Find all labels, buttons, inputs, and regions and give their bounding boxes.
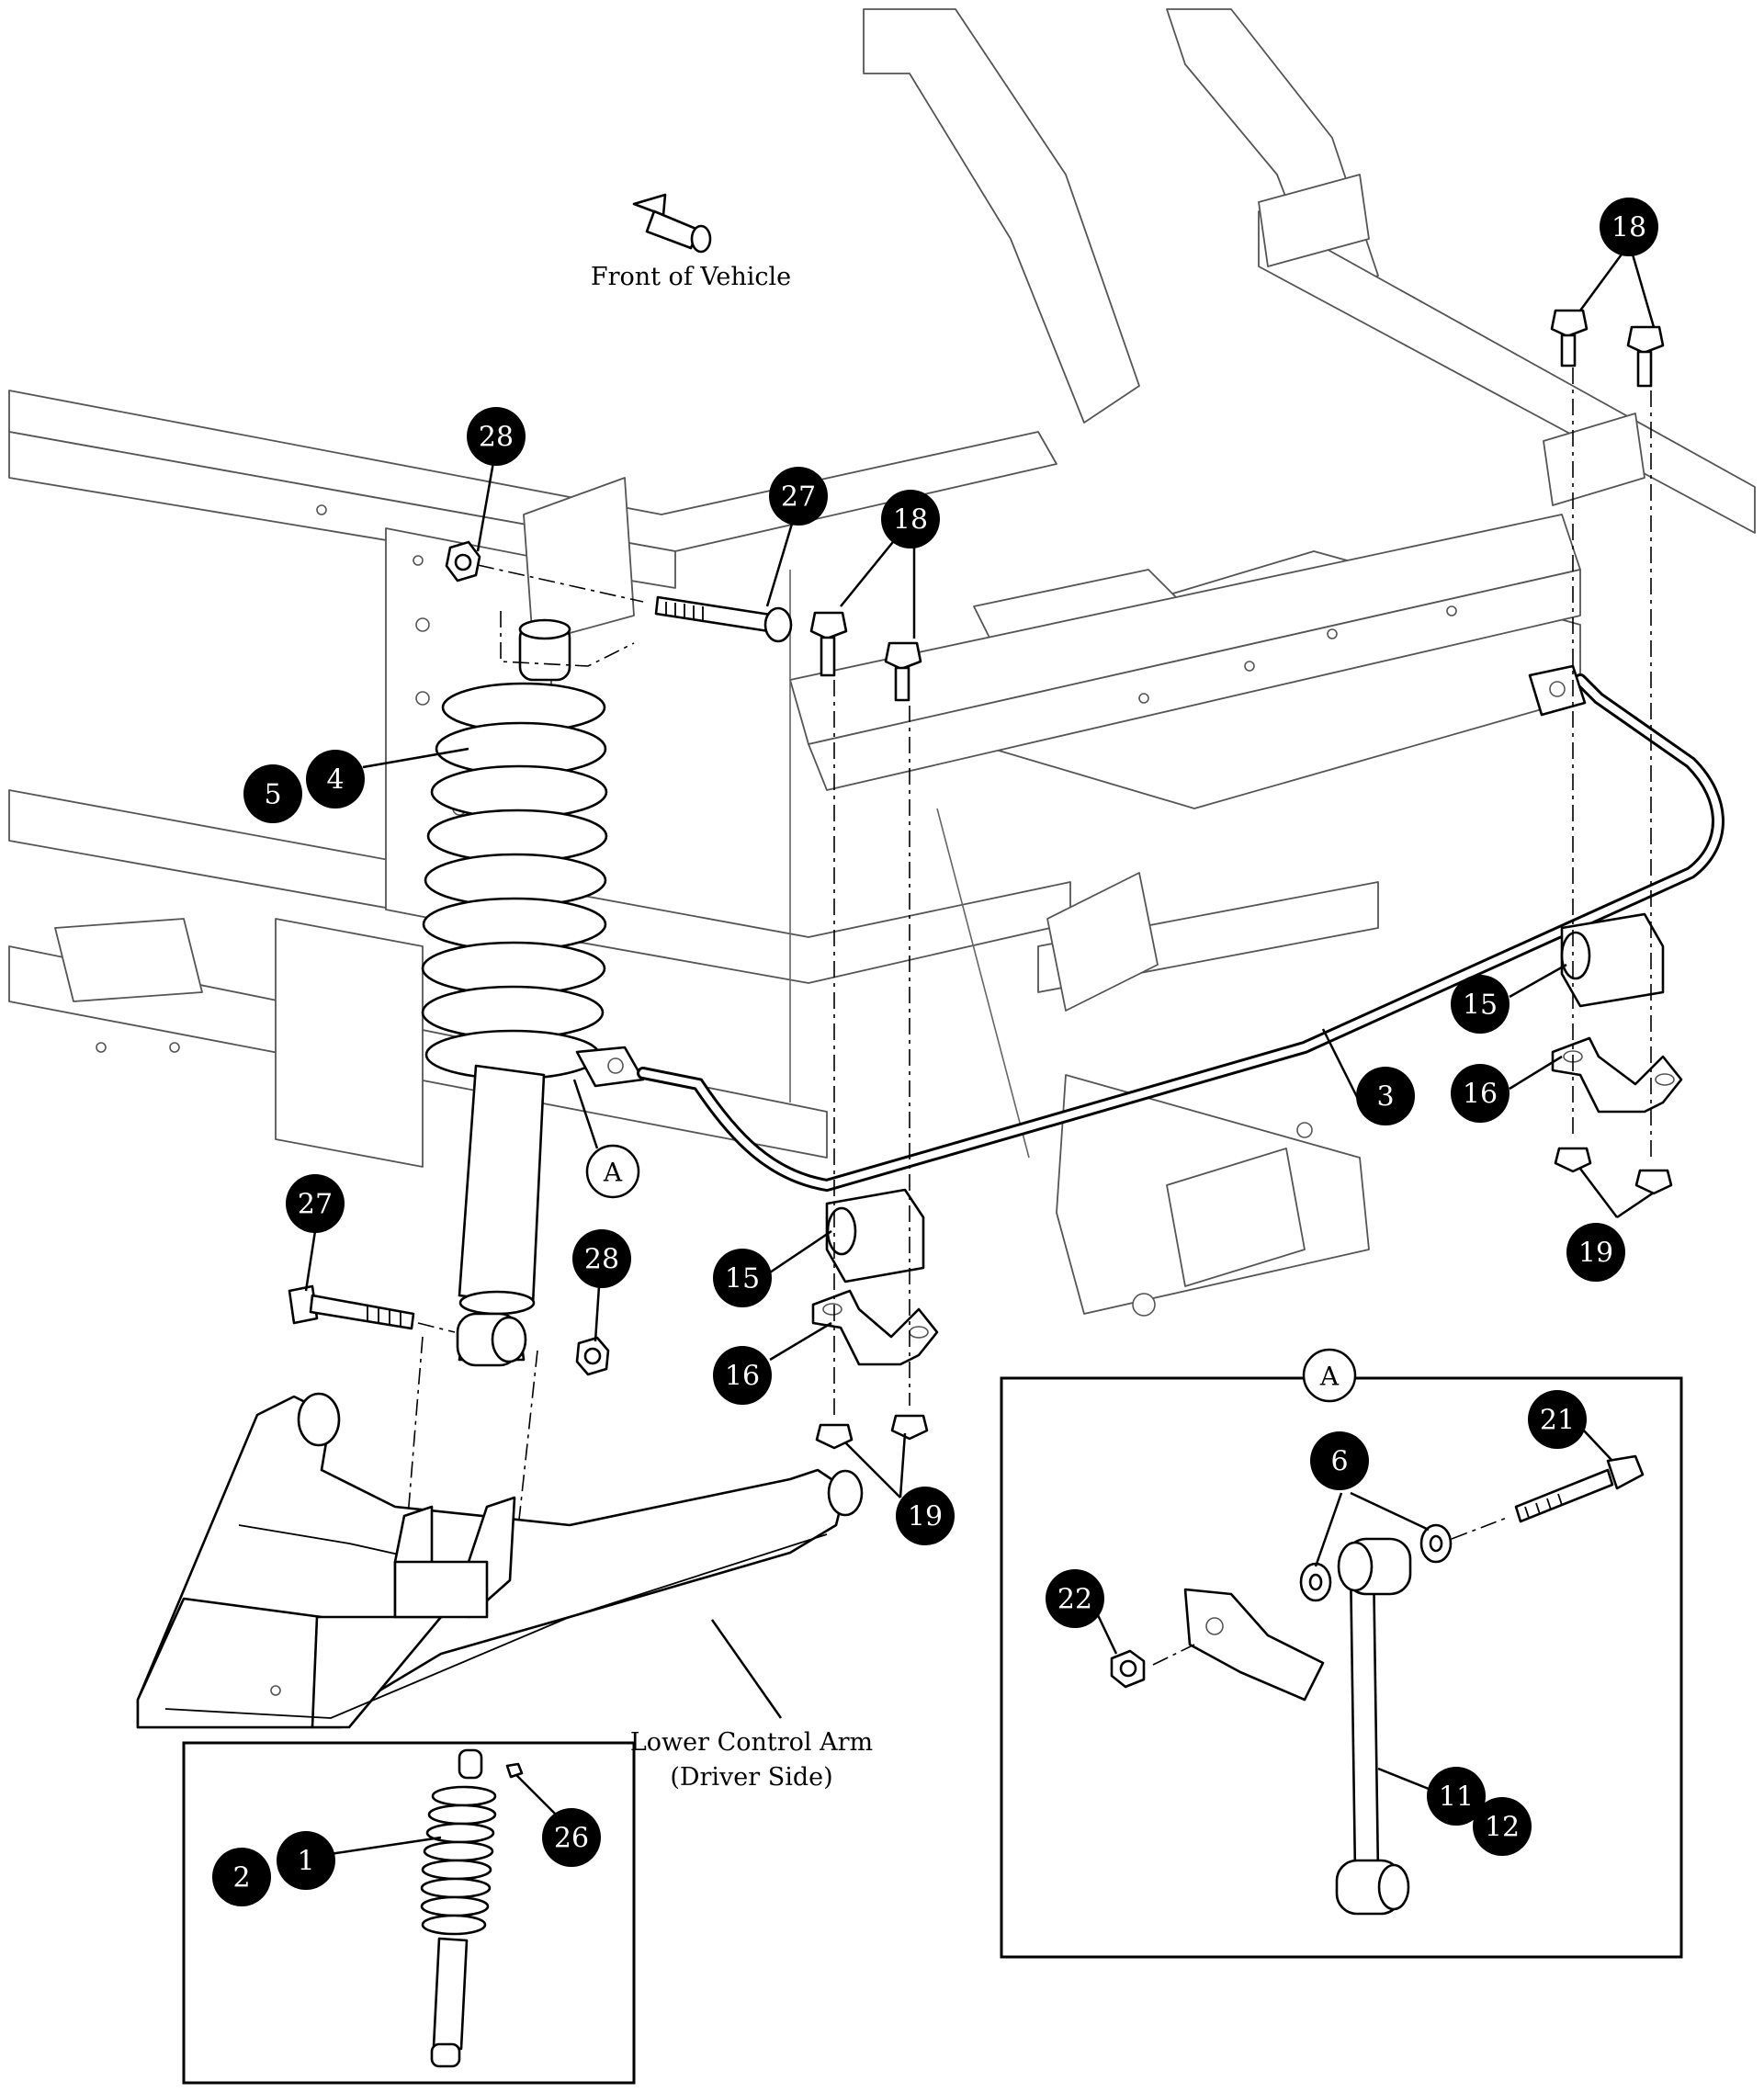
bracket-nut-mid-1 <box>815 1423 854 1450</box>
callout-21-end-link-bolt: 21 <box>1528 1390 1587 1449</box>
coilover-inset-box <box>182 1741 636 2085</box>
callout-5-shock: 5 <box>243 764 302 823</box>
svg-text:16: 16 <box>1463 1079 1498 1111</box>
lower-control-arm-label-line2: (Driver Side) <box>670 1763 832 1792</box>
callout-26-inset-nut: 26 <box>542 1808 601 1867</box>
callout-16-right-bracket: 16 <box>1451 1064 1510 1123</box>
callout-28-upper-nut: 28 <box>467 407 526 466</box>
callout-4-shock: 4 <box>306 750 365 809</box>
bracket-bolt-mid-1 <box>809 611 848 677</box>
svg-text:28: 28 <box>479 422 514 454</box>
lower-bolt-dash-2 <box>514 1350 538 1563</box>
svg-text:5: 5 <box>264 779 281 811</box>
svg-text:16: 16 <box>725 1361 760 1393</box>
svg-text:18: 18 <box>893 504 928 537</box>
lower-shock-nut <box>575 1336 610 1376</box>
callout-27-upper-bolt: 27 <box>769 467 828 526</box>
callout-12-end-link: 12 <box>1473 1797 1532 1856</box>
coilover-inset-assembly <box>420 1748 497 2068</box>
callout-15-right-bushing: 15 <box>1451 975 1510 1034</box>
svg-text:15: 15 <box>1463 989 1498 1022</box>
svg-text:28: 28 <box>584 1244 619 1276</box>
front-of-vehicle-label: Front of Vehicle <box>591 263 791 291</box>
inset-nut <box>505 1762 524 1779</box>
end-link-nut <box>1110 1649 1146 1689</box>
stabilizer-bar <box>575 664 1724 1193</box>
vehicle-frame <box>8 8 1756 1317</box>
bracket-nut-right-2 <box>1634 1169 1673 1195</box>
callout-16-mid-bracket: 16 <box>713 1346 772 1405</box>
callout-3-stabilizer-bar: 3 <box>1356 1067 1415 1125</box>
svg-text:27: 27 <box>781 481 816 514</box>
callout-1-inset-coilover: 1 <box>277 1831 335 1890</box>
svg-text:19: 19 <box>1578 1238 1613 1270</box>
upper-mount-dash <box>500 611 635 667</box>
callout-19-mid-nuts: 19 <box>896 1487 955 1545</box>
upper-bolt-axis-line <box>477 564 644 603</box>
callout-27-lower-bolt: 27 <box>286 1174 345 1233</box>
stabilizer-bushing-right <box>1560 912 1665 1008</box>
svg-text:15: 15 <box>725 1263 760 1295</box>
upper-shock-bolt <box>654 595 793 643</box>
svg-text:19: 19 <box>908 1501 943 1533</box>
end-link-washer-2 <box>1419 1523 1453 1564</box>
callout-22-end-link-nut: 22 <box>1046 1569 1104 1628</box>
end-link-assembly <box>1183 1537 1412 1916</box>
stabilizer-bracket-right <box>1551 1036 1683 1114</box>
svg-text:6: 6 <box>1330 1446 1348 1478</box>
svg-text:A: A <box>1319 1362 1340 1392</box>
detail-a-ref-inset: A <box>1302 1348 1357 1403</box>
stabilizer-bracket-mid <box>811 1289 939 1366</box>
svg-text:27: 27 <box>298 1189 333 1221</box>
front-direction-arrow-icon <box>632 193 712 254</box>
callout-18-right-bolts: 18 <box>1600 198 1658 256</box>
svg-text:4: 4 <box>326 764 344 797</box>
detail-a-axis-line-2 <box>1451 1517 1508 1540</box>
callout-11-end-link: 11 <box>1427 1767 1486 1826</box>
detail-a-axis-line-1 <box>1152 1644 1195 1666</box>
callout-18-mid-bolts: 18 <box>881 490 940 548</box>
bracket-nut-mid-2 <box>890 1414 929 1441</box>
svg-text:21: 21 <box>1540 1405 1575 1437</box>
svg-text:2: 2 <box>232 1862 250 1894</box>
leader-lines <box>304 247 1656 1856</box>
lower-control-arm-label-line1: Lower Control Arm <box>630 1728 873 1757</box>
callout-28-lower-nut: 28 <box>572 1229 631 1288</box>
callout-19-right-nuts: 19 <box>1566 1223 1625 1282</box>
end-link-washer-1 <box>1299 1562 1332 1602</box>
svg-text:3: 3 <box>1376 1081 1394 1114</box>
callout-2-inset-coilover: 2 <box>212 1848 271 1906</box>
svg-text:12: 12 <box>1485 1812 1520 1844</box>
callout-6-washers: 6 <box>1310 1431 1369 1490</box>
lower-control-arm <box>136 1392 864 1729</box>
bracket-bolt-right-1 <box>1550 309 1589 368</box>
svg-text:18: 18 <box>1611 212 1646 244</box>
svg-text:11: 11 <box>1439 1781 1474 1814</box>
detail-a-ref-main: A <box>585 1144 640 1199</box>
bracket-bolt-mid-2 <box>884 641 922 702</box>
front-of-vehicle-indicator: Front of Vehicle <box>591 193 791 291</box>
lower-shock-bolt <box>288 1284 415 1330</box>
lower-bolt-axis-line <box>417 1322 456 1333</box>
bracket-nut-right-1 <box>1554 1147 1592 1173</box>
callout-15-mid-bushing: 15 <box>713 1249 772 1307</box>
svg-text:22: 22 <box>1057 1584 1092 1616</box>
svg-text:A: A <box>603 1158 623 1188</box>
bracket-bolt-right-2 <box>1626 325 1665 388</box>
svg-text:1: 1 <box>297 1846 314 1878</box>
end-link-bolt <box>1514 1454 1645 1523</box>
upper-shock-nut <box>445 540 481 582</box>
svg-text:26: 26 <box>554 1823 589 1855</box>
lower-control-arm-caption: Lower Control Arm (Driver Side) <box>630 1619 873 1792</box>
